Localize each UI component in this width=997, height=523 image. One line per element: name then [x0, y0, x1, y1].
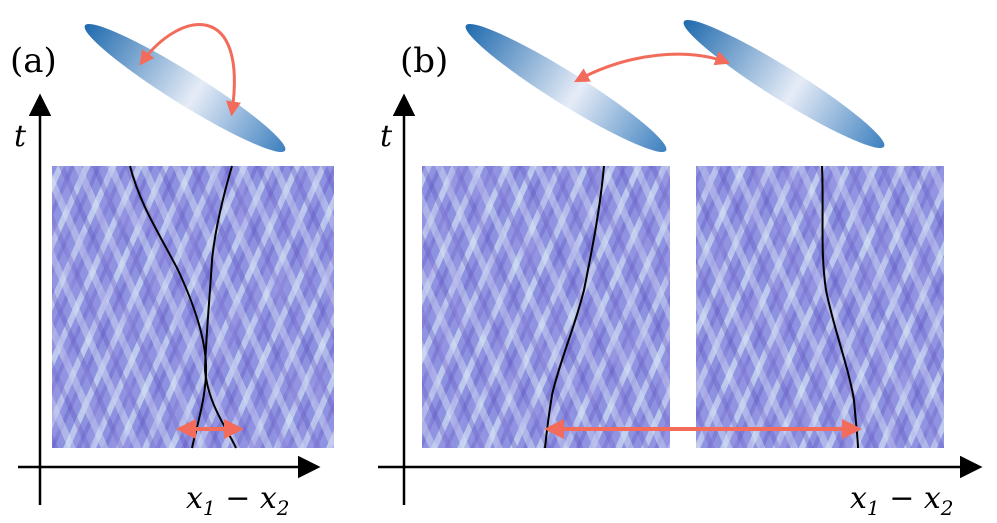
panel-b: (b) t x1 − x2 [378, 20, 983, 520]
transition-arrow [139, 23, 241, 117]
wavepacket-ellipse [84, 24, 286, 152]
panel-b-label: (b) [400, 41, 448, 81]
density-map-left [422, 166, 670, 448]
trajectory-1 [544, 165, 605, 449]
panel-a: (a) t x1 − x2 [10, 23, 334, 520]
trajectory-1 [129, 165, 208, 449]
x-axis-label: x1 − x2 [850, 481, 954, 520]
wavepacket-ellipse-left [465, 24, 667, 152]
transition-arrow [574, 51, 731, 83]
wavepacket-ellipse-right [683, 20, 885, 148]
y-axis-label: t [14, 119, 27, 154]
density-map-right [696, 166, 944, 448]
panel-a-label: (a) [10, 41, 57, 81]
x-axis-label: x1 − x2 [186, 481, 290, 520]
y-axis-label: t [380, 119, 393, 154]
trajectory-2 [203, 165, 237, 449]
